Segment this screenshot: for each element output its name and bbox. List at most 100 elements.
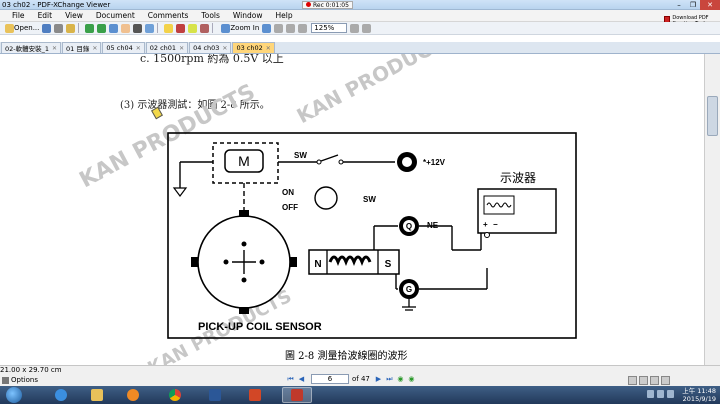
continuous-view-icon[interactable] [639, 376, 648, 385]
close-tab-icon[interactable]: ✕ [265, 44, 271, 52]
switch-lever [320, 154, 339, 162]
tab-03-ch02[interactable]: 03 ch02✕ [232, 42, 275, 53]
forward-view-button[interactable]: ◉ [408, 374, 415, 383]
single-page-icon[interactable] [362, 23, 372, 33]
tab-05-ch04[interactable]: 05 ch04✕ [102, 42, 145, 53]
undo-icon[interactable] [85, 23, 95, 33]
menu-view[interactable]: View [65, 11, 83, 20]
comment-icon[interactable] [164, 23, 174, 33]
menu-tools[interactable]: Tools [201, 11, 220, 20]
taskbar-powerpoint[interactable] [240, 387, 270, 403]
taskbar-chrome[interactable] [160, 387, 190, 403]
menu-document[interactable]: Document [95, 11, 135, 20]
on-label: ON [282, 188, 294, 197]
doc-top-line: c. 1500rpm 約為 0.5V 以上 [140, 54, 284, 65]
print-icon[interactable] [54, 23, 64, 33]
taskbar-ie[interactable] [46, 387, 76, 403]
page-size: 21.00 x 29.70 cm [0, 366, 62, 374]
facing-continuous-view-icon[interactable] [661, 376, 670, 385]
page-number-input[interactable]: 6 [311, 374, 349, 384]
rotor-hole [241, 277, 247, 283]
network-icon[interactable] [657, 390, 664, 398]
minus-label: − [493, 220, 498, 229]
zoom-select[interactable]: 125% [311, 23, 348, 33]
menu-help[interactable]: Help [275, 11, 293, 20]
redo-icon[interactable] [97, 23, 107, 33]
taskbar-media-player[interactable] [118, 387, 148, 403]
taskbar-explorer[interactable] [82, 387, 112, 403]
tray-arrow-icon[interactable] [647, 390, 654, 398]
tab-02-ch01[interactable]: 02 ch01✕ [145, 42, 189, 53]
close-tab-icon[interactable]: ✕ [179, 44, 185, 52]
taskbar-pdf-xchange[interactable] [282, 387, 312, 403]
toolbar: Open... Zoom In 125% [0, 22, 720, 35]
taskbar-word[interactable] [200, 387, 230, 403]
last-page-button[interactable]: ⏭ [386, 374, 393, 383]
fit-width-icon[interactable] [298, 23, 308, 33]
find-icon[interactable] [109, 23, 119, 33]
document-view[interactable]: c. 1500rpm 約為 0.5V 以上 (3) 示波器測試：如圖 2-8 所… [0, 54, 704, 365]
doc-step-line: (3) 示波器測試：如圖 2-8 所示。 [120, 100, 270, 111]
start-button[interactable] [6, 387, 22, 403]
stamp-icon[interactable] [200, 23, 210, 33]
plus12v-label: *+12V [423, 158, 446, 167]
close-tab-icon[interactable]: ✕ [135, 44, 141, 52]
coil-winding [328, 255, 372, 267]
maximize-button[interactable]: ❐ [689, 1, 697, 9]
chrome-icon [169, 389, 181, 401]
on-off-switch [314, 186, 338, 210]
n-pole-label: N [314, 259, 321, 270]
close-tab-icon[interactable]: ✕ [222, 44, 228, 52]
fit-page-icon[interactable] [286, 23, 296, 33]
back-view-button[interactable]: ◉ [397, 374, 404, 383]
recorder-indicator[interactable]: Rec 0:01:05 [302, 1, 353, 9]
open-button[interactable]: Open... [2, 23, 39, 33]
close-tab-icon[interactable]: ✕ [52, 44, 58, 52]
word-icon [209, 389, 221, 401]
media-player-icon [127, 389, 139, 401]
s-pole-label: S [385, 259, 392, 270]
status-bar: 21.00 x 29.70 cm Options ⏮ ◀ 6 of 47 ▶ ⏭… [0, 365, 720, 386]
tab-04-ch03[interactable]: 04 ch03✕ [189, 42, 232, 53]
close-tab-icon[interactable]: ✕ [92, 44, 98, 52]
select-tool-icon[interactable] [133, 23, 143, 33]
typewriter-icon[interactable] [176, 23, 186, 33]
recorder-time: Rec 0:01:05 [313, 2, 349, 9]
taskbar: 上午 11:48 2015/9/19 [0, 386, 720, 404]
tab-02-software[interactable]: 02-軟體安裝_1✕ [1, 42, 62, 53]
record-icon [306, 2, 311, 7]
next-page-button[interactable]: ▶ [375, 374, 382, 383]
zoom-out-icon[interactable] [262, 23, 272, 33]
tab-01-contents[interactable]: 01 目錄✕ [62, 42, 102, 53]
actual-size-icon[interactable] [274, 23, 284, 33]
save-icon[interactable] [42, 23, 52, 33]
diagram-frame [167, 132, 577, 339]
rotate-icon[interactable] [350, 23, 360, 33]
q-label: Q [406, 222, 412, 231]
clock[interactable]: 上午 11:48 2015/9/19 [682, 387, 716, 403]
menu-file[interactable]: File [12, 11, 25, 20]
zoom-in-icon [221, 23, 231, 33]
close-button[interactable]: ✕ [700, 0, 720, 10]
zoom-in-button[interactable]: Zoom In [218, 23, 259, 33]
diagram-title: PICK-UP COIL SENSOR [198, 321, 322, 333]
volume-icon[interactable] [667, 390, 674, 398]
menu-edit[interactable]: Edit [37, 11, 53, 20]
hand-tool-icon[interactable] [121, 23, 131, 33]
toolbar-separator [78, 23, 80, 33]
facing-view-icon[interactable] [650, 376, 659, 385]
menu-window[interactable]: Window [232, 11, 263, 20]
prev-page-button[interactable]: ◀ [298, 374, 305, 383]
snapshot-icon[interactable] [145, 23, 155, 33]
single-page-view-icon[interactable] [628, 376, 637, 385]
minimize-button[interactable]: – [677, 1, 681, 9]
email-icon[interactable] [66, 23, 76, 33]
menu-comments[interactable]: Comments [147, 11, 189, 20]
motor-body [224, 149, 264, 173]
scroll-thumb[interactable] [707, 96, 718, 136]
options-button[interactable]: Options [2, 376, 38, 384]
highlight-icon[interactable] [188, 23, 198, 33]
page-total: of 47 [352, 375, 370, 383]
vertical-scrollbar[interactable] [704, 54, 720, 365]
first-page-button[interactable]: ⏮ [287, 374, 294, 383]
